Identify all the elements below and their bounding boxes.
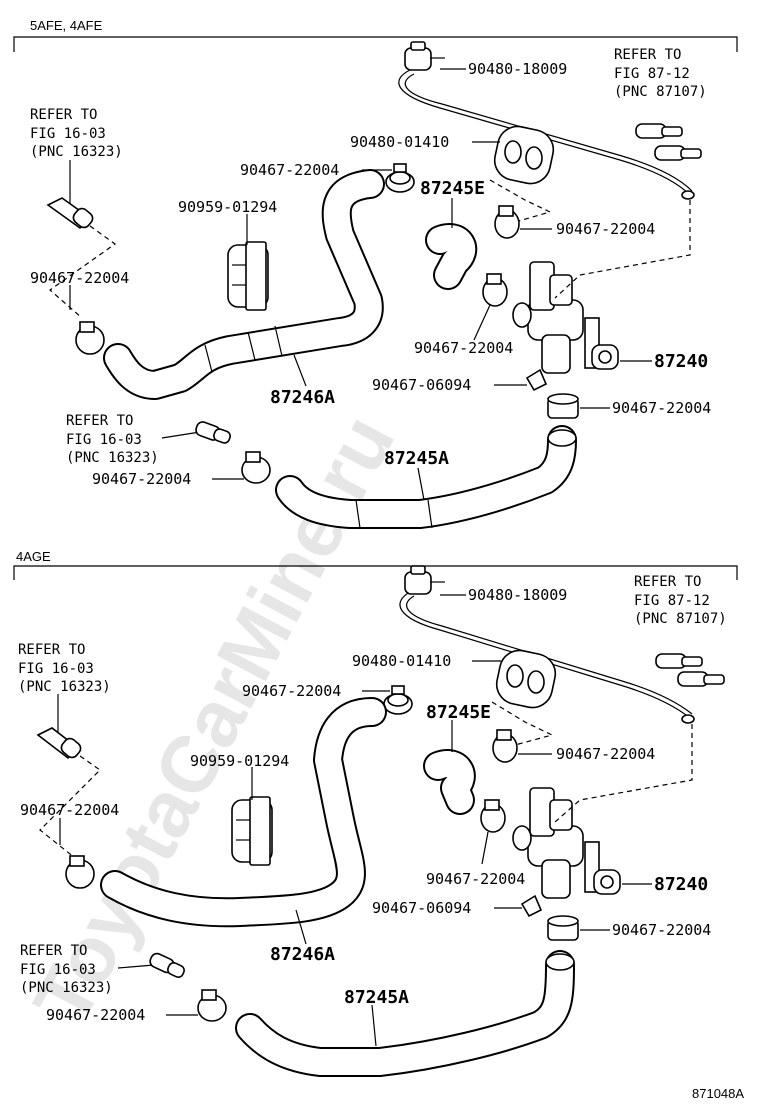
label-87245a: 87245A — [344, 987, 409, 1008]
engine-pipe-stub-a — [46, 197, 94, 230]
section-bracket — [13, 36, 738, 52]
refer-fig16a-line3: (PNC 16323) — [18, 679, 111, 695]
refer-fig16a-line3: (PNC 16323) — [30, 144, 123, 160]
hose-clamp-c — [480, 799, 506, 833]
clip-90467-06094 — [520, 894, 543, 918]
hose-clip-90959 — [227, 241, 269, 311]
hose-clamp-a — [383, 685, 413, 715]
water-valve-87240 — [512, 261, 619, 374]
section-header: 5AFE, 4AFE — [30, 18, 103, 33]
water-valve-cable — [398, 41, 695, 200]
hose-clamp-a — [385, 163, 415, 193]
cable-grommet — [404, 47, 432, 71]
refer-fig87-line2: FIG 87-12 — [614, 66, 690, 82]
label-90467-22004-f: 90467-22004 — [92, 470, 191, 488]
heater-pipe-stubs — [655, 653, 725, 687]
heater-pipe-stubs — [635, 123, 702, 161]
label-90480-18009: 90480-18009 — [468, 60, 567, 78]
label-87245a: 87245A — [384, 448, 449, 469]
cable-grommet — [404, 571, 432, 595]
hose-clamp-b — [492, 729, 518, 763]
label-87240: 87240 — [654, 874, 708, 895]
label-90959-01294: 90959-01294 — [178, 198, 277, 216]
hose-87246a — [103, 169, 385, 400]
refer-fig16b-line1: REFER TO — [66, 413, 133, 429]
label-90480-18009: 90480-18009 — [468, 586, 567, 604]
refer-fig16b-line3: (PNC 16323) — [66, 450, 159, 466]
hose-clamp-d — [75, 321, 105, 355]
label-87240: 87240 — [654, 351, 708, 372]
hose-clip-90959 — [231, 796, 273, 866]
hose-87245e — [425, 223, 478, 290]
hose-clamp-d — [65, 855, 95, 889]
label-90467-22004-f: 90467-22004 — [46, 1006, 145, 1024]
engine-pipe-stub-b — [149, 952, 185, 978]
label-90467-22004-a: 90467-22004 — [240, 161, 339, 179]
hose-87245e — [423, 749, 476, 815]
refer-fig87-line3: (PNC 87107) — [614, 84, 707, 100]
label-90467-22004-e: 90467-22004 — [612, 399, 711, 417]
clip-90467-06094 — [525, 368, 548, 392]
label-90959-01294: 90959-01294 — [190, 752, 289, 770]
label-90467-22004-d: 90467-22004 — [30, 269, 129, 287]
label-90467-22004-e: 90467-22004 — [612, 921, 711, 939]
label-90467-22004-c: 90467-22004 — [426, 870, 525, 888]
label-87246a: 87246A — [270, 387, 335, 408]
label-90480-01410: 90480-01410 — [350, 133, 449, 151]
figure-code: 871048A — [692, 1086, 744, 1101]
label-87245e: 87245E — [420, 178, 485, 199]
engine-pipe-stub-a — [36, 727, 82, 760]
refer-fig87-line1: REFER TO — [634, 574, 701, 590]
engine-pipe-stub-b — [195, 421, 231, 444]
hose-87245a — [275, 425, 577, 529]
refer-fig16b-line2: FIG 16-03 — [66, 432, 142, 448]
water-valve-87240 — [512, 787, 621, 899]
label-90467-22004-a: 90467-22004 — [242, 682, 341, 700]
refer-fig16a-line2: FIG 16-03 — [18, 661, 94, 677]
heater-grommet — [493, 125, 555, 185]
refer-fig87-line1: REFER TO — [614, 47, 681, 63]
hose-clamp-e — [547, 393, 579, 419]
label-90467-22004-d: 90467-22004 — [20, 801, 119, 819]
hose-clamp-b — [494, 205, 520, 239]
hose-clamp-e — [547, 915, 579, 941]
hose-clamp-f — [241, 451, 271, 484]
cable-end-eye — [681, 190, 695, 200]
section-bracket — [13, 565, 738, 580]
refer-fig87-line2: FIG 87-12 — [634, 593, 710, 609]
heater-grommet — [495, 649, 557, 709]
refer-fig16a-line1: REFER TO — [30, 107, 97, 123]
label-87245e: 87245E — [426, 702, 491, 723]
refer-fig16b-line3: (PNC 16323) — [20, 980, 113, 996]
refer-fig16b-line2: FIG 16-03 — [20, 962, 96, 978]
label-90467-06094: 90467-06094 — [372, 899, 471, 917]
label-90467-22004-c: 90467-22004 — [414, 339, 513, 357]
hose-clamp-c — [482, 273, 508, 307]
refer-fig87-line3: (PNC 87107) — [634, 611, 727, 627]
label-90467-22004-b: 90467-22004 — [556, 745, 655, 763]
label-90480-01410: 90480-01410 — [352, 652, 451, 670]
refer-fig16a-line2: FIG 16-03 — [30, 126, 106, 142]
label-90467-22004-b: 90467-22004 — [556, 220, 655, 238]
label-90467-06094: 90467-06094 — [372, 376, 471, 394]
section-5afe-4afe: 5AFE, 4AFE 90480-18009 REFER TO FIG 87-1… — [13, 18, 738, 529]
section-4age: 4AGE 90480-18009 REFER TO FIG 87-12 (PNC… — [13, 549, 738, 1077]
section-header: 4AGE — [16, 549, 51, 564]
hose-87246a — [100, 697, 387, 928]
refer-fig16a-line1: REFER TO — [18, 642, 85, 658]
hose-clamp-f — [197, 989, 227, 1022]
hose-87245a — [235, 950, 575, 1077]
refer-fig16b-line1: REFER TO — [20, 943, 87, 959]
label-87246a: 87246A — [270, 944, 335, 965]
